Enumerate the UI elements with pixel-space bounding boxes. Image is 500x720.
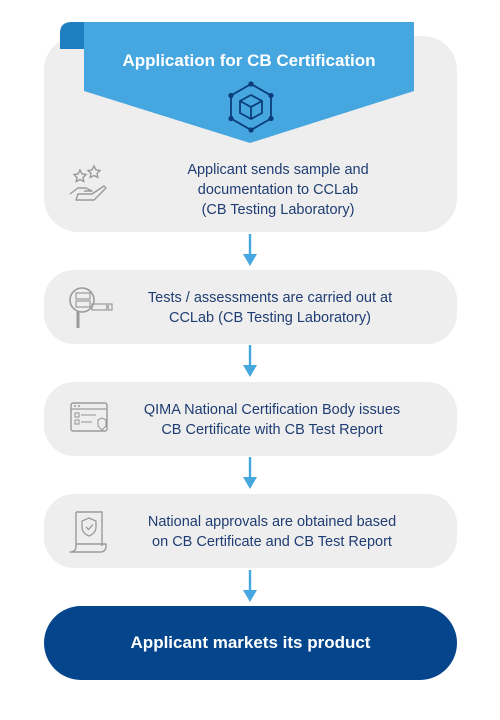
cube-network-icon (228, 81, 274, 133)
step-card-3: QIMA National Certification Body issues … (44, 382, 457, 456)
header-title: Application for CB Certification (122, 51, 376, 70)
flow-arrow-3 (243, 457, 257, 489)
hand-stars-icon (69, 164, 107, 201)
step-4-text: National approvals are obtained based on… (147, 514, 397, 550)
step-card-2: Tests / assessments are carried out at C… (44, 270, 457, 344)
scroll-shield-icon (69, 511, 107, 553)
final-step-pill: Applicant markets its product (44, 606, 457, 680)
final-step-text: Applicant markets its product (130, 633, 371, 652)
flow-arrow-4 (243, 570, 257, 602)
step-3-text: QIMA National Certification Body issues … (143, 402, 401, 438)
header-banner: Application for CB Certification (60, 19, 414, 169)
certificate-form-icon (70, 402, 108, 432)
step-2-text: Tests / assessments are carried out at C… (147, 290, 393, 326)
flow-arrow-2 (243, 345, 257, 377)
step-card-4: National approvals are obtained based on… (44, 494, 457, 568)
magnifier-checklist-icon (69, 287, 113, 328)
step-1-text: Applicant sends sample and documentation… (187, 162, 369, 218)
flow-arrow-1 (243, 234, 257, 266)
